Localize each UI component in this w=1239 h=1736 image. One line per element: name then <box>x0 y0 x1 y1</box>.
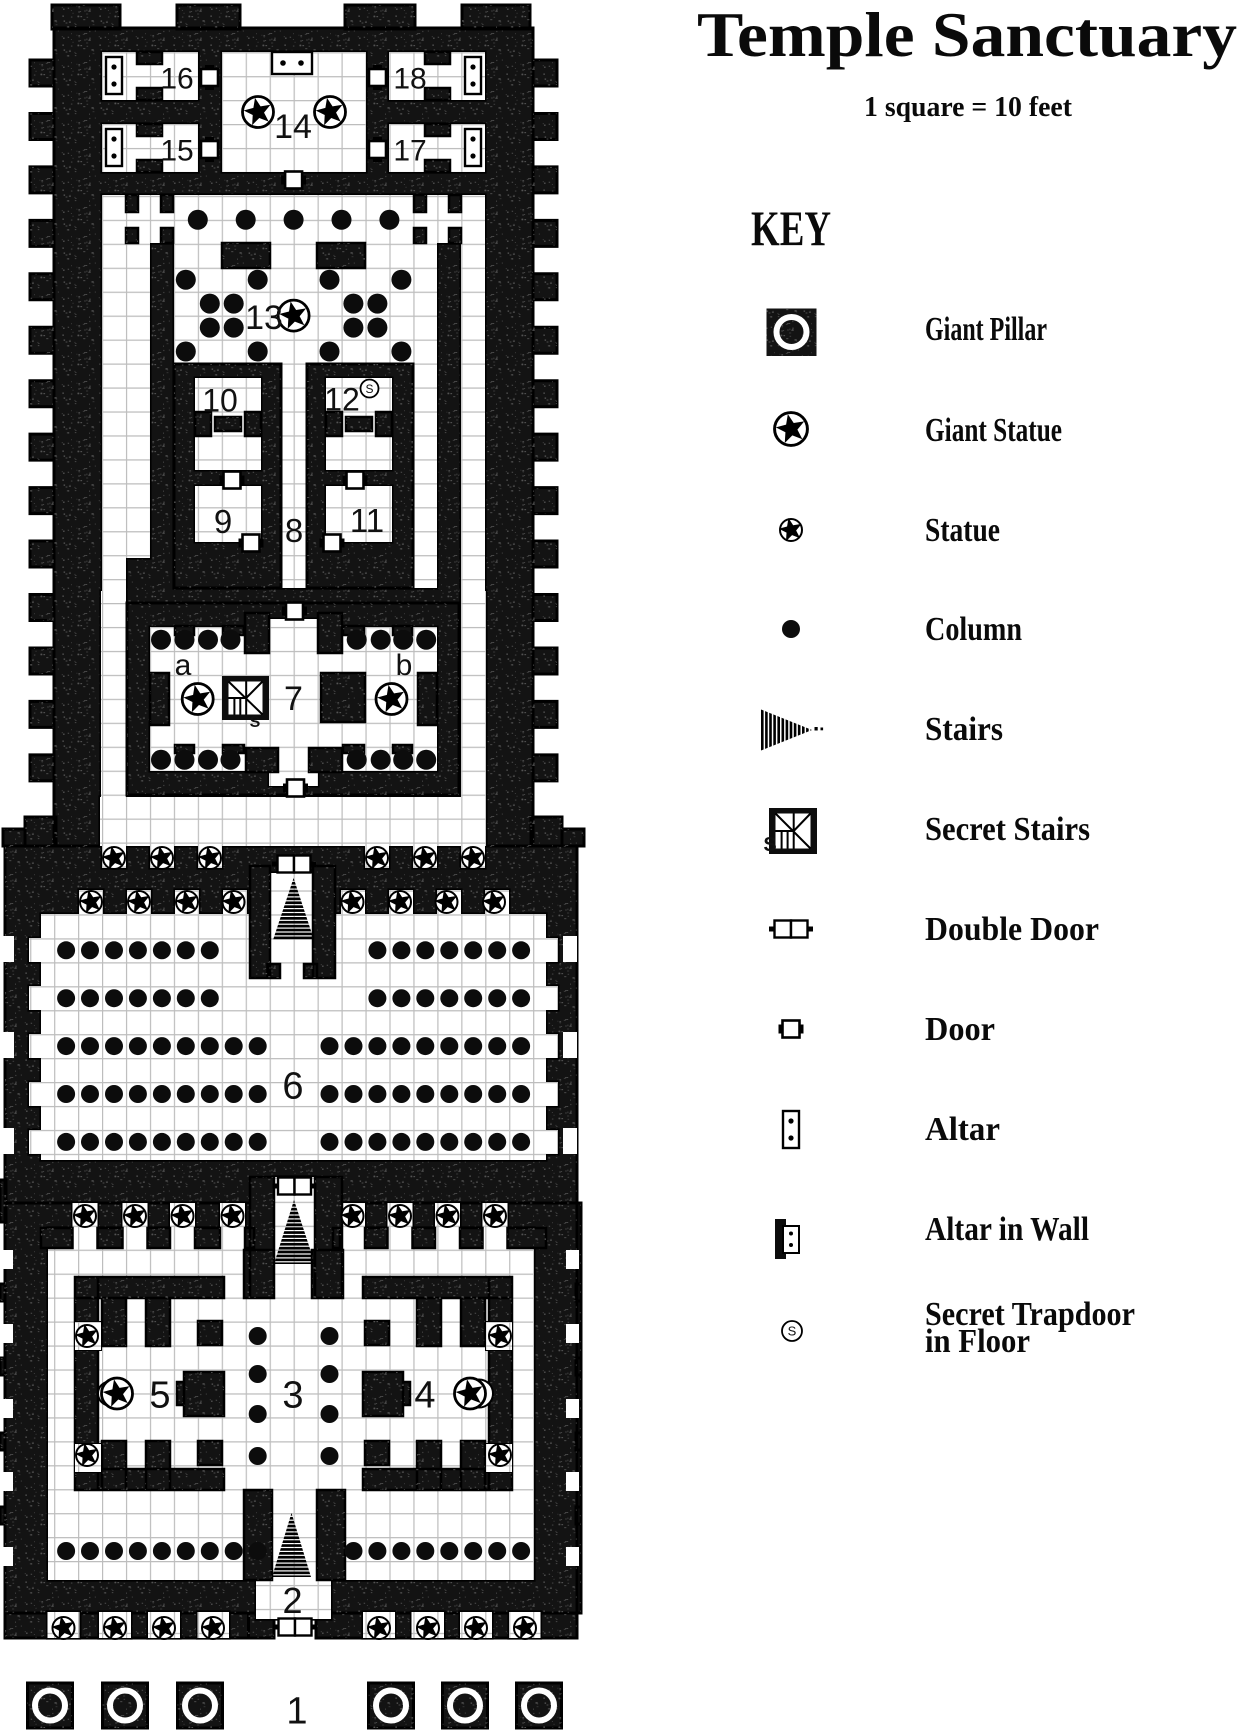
svg-text:Stairs: Stairs <box>925 711 1003 748</box>
svg-text:15: 15 <box>160 134 193 167</box>
svg-text:in Floor: in Floor <box>925 1323 1030 1360</box>
svg-text:Secret Stairs: Secret Stairs <box>925 811 1090 848</box>
svg-text:18: 18 <box>393 62 426 95</box>
svg-text:14: 14 <box>274 108 312 146</box>
svg-text:KEY: KEY <box>751 200 831 256</box>
svg-text:Double Door: Double Door <box>925 911 1099 948</box>
svg-text:13: 13 <box>245 299 283 337</box>
svg-text:8: 8 <box>285 512 303 549</box>
svg-text:S: S <box>365 382 373 396</box>
svg-text:Giant Statue: Giant Statue <box>925 412 1062 449</box>
svg-text:Door: Door <box>925 1011 995 1048</box>
svg-text:S: S <box>788 1324 797 1339</box>
svg-text:10: 10 <box>202 383 238 419</box>
svg-text:17: 17 <box>393 134 426 167</box>
svg-text:Altar in Wall: Altar in Wall <box>925 1211 1089 1248</box>
svg-text:1 square = 10 feet: 1 square = 10 feet <box>864 91 1072 123</box>
svg-text:b: b <box>396 649 413 682</box>
svg-text:Altar: Altar <box>925 1111 1000 1148</box>
svg-text:Temple Sanctuary: Temple Sanctuary <box>697 0 1237 70</box>
svg-text:7: 7 <box>284 680 303 718</box>
svg-text:5: 5 <box>149 1375 170 1417</box>
svg-text:9: 9 <box>214 503 232 540</box>
svg-text:Statue: Statue <box>925 512 1000 549</box>
svg-text:Secret Trapdoor: Secret Trapdoor <box>925 1296 1135 1333</box>
svg-text:1: 1 <box>286 1691 307 1733</box>
svg-text:Column: Column <box>925 611 1022 648</box>
svg-text:16: 16 <box>160 62 193 95</box>
svg-text:a: a <box>175 649 192 682</box>
svg-text:S: S <box>250 714 261 731</box>
svg-text:Giant Pillar: Giant Pillar <box>925 311 1047 348</box>
svg-text:3: 3 <box>282 1375 303 1417</box>
svg-text:2: 2 <box>282 1580 302 1621</box>
svg-text:S: S <box>763 834 776 856</box>
svg-text:12: 12 <box>324 382 360 418</box>
svg-text:6: 6 <box>282 1066 303 1108</box>
svg-text:4: 4 <box>414 1375 435 1417</box>
svg-text:11: 11 <box>350 502 384 539</box>
